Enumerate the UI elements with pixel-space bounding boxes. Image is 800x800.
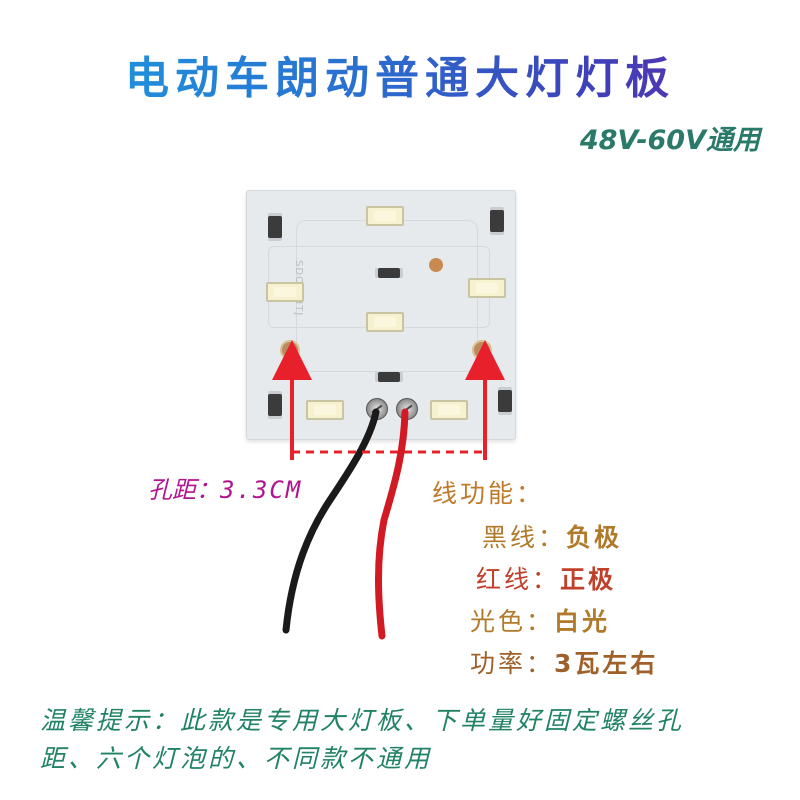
voltage-subtitle: 48V-60V通用 <box>579 125 760 156</box>
power-key: 功率： <box>470 649 555 678</box>
black-wire-key: 黑线： <box>482 523 567 552</box>
wire-function-row: 黑线：负极 <box>482 518 622 554</box>
page-title: 电动车朗动普通大灯灯板 <box>0 42 800 106</box>
power-value: 3瓦左右 <box>554 649 659 678</box>
resistor <box>268 394 282 416</box>
resistor <box>378 372 400 382</box>
hole-distance-label: 孔距：3.3CM <box>148 470 302 505</box>
wire-function-heading: 线功能： <box>432 479 545 508</box>
resistor <box>490 210 504 232</box>
wire-function-row: 红线：正极 <box>476 560 616 596</box>
led-chip <box>266 282 304 302</box>
hole-distance-key: 孔距： <box>148 476 220 504</box>
black-wire-value: 负极 <box>566 523 623 552</box>
led-chip <box>366 312 404 332</box>
wire-function-row: 功率：3瓦左右 <box>470 644 658 680</box>
light-color-key: 光色： <box>470 607 555 636</box>
resistor <box>378 268 400 278</box>
tip-note: 温馨提示：此款是专用大灯板、下单量好固定螺丝孔 距、六个灯泡的、不同款不通用 <box>40 702 780 778</box>
solder-pad <box>429 258 443 272</box>
red-wire-key: 红线： <box>476 565 561 594</box>
led-chip <box>306 400 344 420</box>
wire-function-row: 光色：白光 <box>470 602 610 638</box>
tip-line-2: 距、六个灯泡的、不同款不通用 <box>40 744 433 773</box>
hole-distance-value: 3.3CM <box>220 476 303 504</box>
tip-line-1: 温馨提示：此款是专用大灯板、下单量好固定螺丝孔 <box>40 706 685 735</box>
red-wire <box>375 408 409 640</box>
led-chip <box>468 278 506 298</box>
resistor <box>268 216 282 238</box>
red-wire-value: 正极 <box>560 565 617 594</box>
light-color-value: 白光 <box>554 607 611 636</box>
led-chip <box>366 206 404 226</box>
led-chip <box>430 400 468 420</box>
black-wire <box>282 408 380 634</box>
led-board: SDOBJHTJ <box>246 190 516 440</box>
resistor <box>498 390 512 412</box>
